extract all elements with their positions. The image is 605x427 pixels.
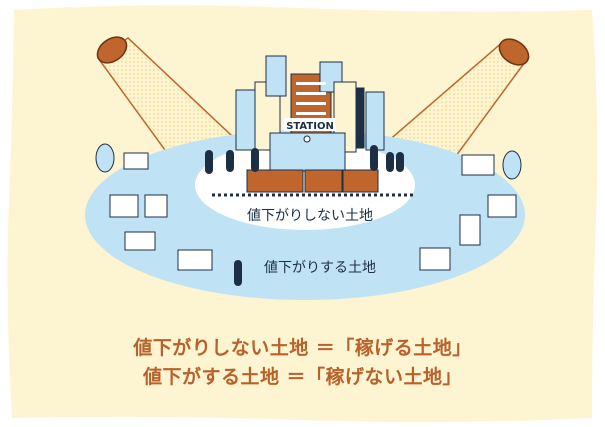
caption-line-2: 値下がする土地 ＝「稼げない土地」 xyxy=(142,366,463,388)
outer-area-label: 値下がりする土地 xyxy=(264,260,376,276)
spotlight-left-icon xyxy=(96,36,128,64)
spotlight-right-icon xyxy=(498,38,530,66)
station-sign: STATION xyxy=(286,121,334,132)
building-windows xyxy=(296,82,326,115)
trees xyxy=(95,143,522,180)
houses xyxy=(109,152,517,271)
station-sign-board xyxy=(284,118,336,131)
people-silhouettes xyxy=(205,145,404,286)
inner-area-label: 値下がりしない土地 xyxy=(247,208,373,224)
caption-line-1: 値下がりしない土地 ＝「稼げる土地」 xyxy=(133,337,472,359)
train xyxy=(246,169,379,193)
clock-icon xyxy=(303,135,311,143)
